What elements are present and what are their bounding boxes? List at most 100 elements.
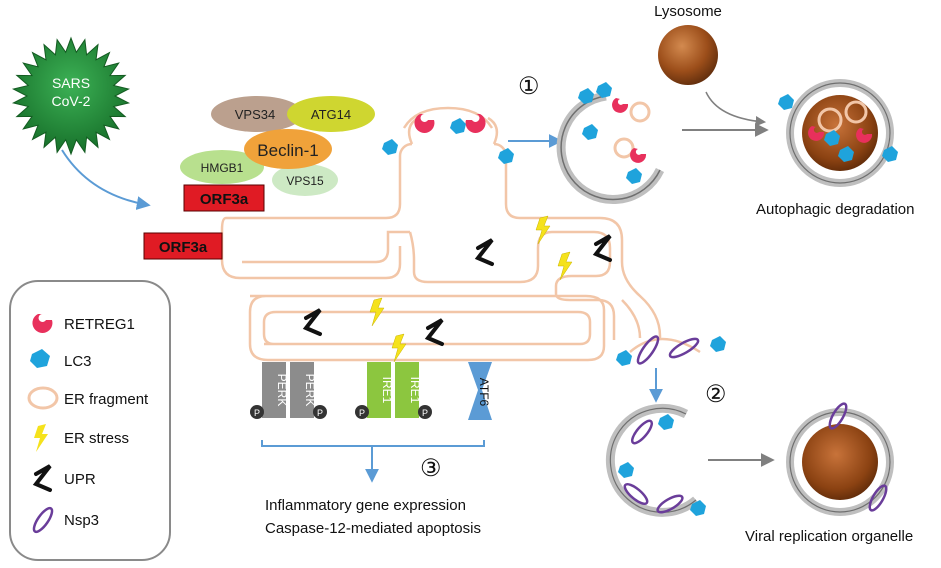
autophagy-complex: VPS34 ATG14 HMGB1 VPS15 Beclin-1 ORF3a — [180, 96, 375, 212]
lc3-icon — [616, 350, 632, 366]
lc3-icon — [690, 500, 706, 516]
nsp3-icon — [668, 337, 700, 359]
lc3-icon — [658, 414, 674, 430]
beclin1-label: Beclin-1 — [257, 141, 318, 160]
er-stress-icon — [369, 297, 385, 327]
legend-label: RETREG1 — [64, 316, 135, 333]
legend-label: Nsp3 — [64, 512, 99, 529]
atg14-ellipse — [287, 96, 375, 132]
pathway3-number: ③ — [420, 455, 442, 482]
phospho-label: P — [254, 408, 260, 418]
legend-label: ER fragment — [64, 391, 149, 408]
autolysosome — [778, 79, 898, 187]
lc3-icon — [582, 124, 598, 140]
beclin1-ellipse — [244, 129, 332, 169]
atg14-label: ATG14 — [311, 107, 351, 122]
phospho-label: P — [422, 408, 428, 418]
upr-icon — [592, 234, 612, 262]
upr-marks — [302, 234, 612, 346]
lc3-icon — [618, 462, 634, 478]
phospho-icon — [355, 405, 369, 419]
phospho-label: P — [317, 408, 323, 418]
er-stress-icon — [391, 333, 407, 363]
nsp3-icon — [630, 419, 654, 445]
legend-label: ER stress — [64, 430, 129, 447]
lc3-icon — [838, 146, 854, 162]
retreg1-icon — [465, 113, 486, 133]
retreg1-icon — [414, 113, 435, 133]
perk-left — [262, 362, 286, 418]
inflammatory-label: Inflammatory gene expression — [265, 497, 466, 514]
phospho-icon — [418, 405, 432, 419]
sensor-atf6: ATF6 — [468, 362, 492, 420]
ire1-right — [395, 362, 419, 418]
retreg1-icon — [612, 98, 629, 113]
legend-nsp3-icon — [32, 506, 54, 534]
lc3-icon — [450, 118, 466, 134]
er-fragment-icon — [817, 107, 843, 133]
hmgb1-ellipse — [180, 150, 264, 184]
lc3-icon — [626, 168, 642, 184]
er-stress-icon — [557, 251, 573, 281]
pathway1-number: ① — [518, 73, 540, 100]
phagophore — [556, 82, 665, 204]
lc3-icon — [578, 88, 594, 104]
stress-marks — [369, 215, 573, 363]
lc3-icon — [596, 82, 612, 98]
virus-label-line2: CoV-2 — [52, 93, 91, 109]
virus-arrow — [61, 149, 151, 210]
viral-bud — [616, 335, 726, 366]
atf6-label: ATF6 — [477, 378, 491, 407]
sensor-ire1: IRE1 IRE1 P P — [355, 362, 432, 419]
lc3-icon — [882, 146, 898, 162]
viral-label: Viral replication organelle — [745, 528, 913, 545]
legend: RETREG1 LC3 ER fragment ER stress UPR Ns… — [9, 280, 171, 561]
ire1-left — [367, 362, 391, 418]
virus-label-line1: SARS — [52, 75, 90, 91]
legend-label: UPR — [64, 471, 96, 488]
pathway2-number: ② — [705, 381, 727, 408]
lysosome-label: Lysosome — [654, 3, 722, 20]
virus-icon: SARS CoV-2 — [11, 36, 131, 156]
upr-icon — [424, 318, 444, 346]
perk-right — [290, 362, 314, 418]
retreg1-icon — [856, 128, 873, 143]
orf3a-box — [183, 184, 265, 212]
perk-right-label: PERK — [303, 374, 317, 407]
sensor-perk: PERK PERK P P — [250, 362, 327, 419]
lc3-icon — [824, 130, 840, 146]
nsp3-icon — [623, 482, 649, 506]
double-membrane-vesicle — [605, 403, 706, 517]
perk-left-label: PERK — [275, 374, 289, 407]
upr-icon — [302, 308, 322, 336]
orf3a-membrane-box — [143, 232, 223, 260]
vps34-label: VPS34 — [235, 107, 275, 122]
lc3-icon — [778, 94, 794, 110]
legend-upr-icon — [32, 464, 52, 492]
pathway3-bracket — [261, 440, 485, 483]
retreg1-icon — [808, 126, 825, 141]
phospho-label: P — [359, 408, 365, 418]
nsp3-icon — [828, 402, 848, 430]
lc3-icon — [382, 139, 398, 155]
er-fragment-icon — [629, 101, 651, 123]
phospho-icon — [313, 405, 327, 419]
ire1-left-label: IRE1 — [380, 377, 394, 404]
nsp3-icon — [636, 335, 660, 365]
er-fragment-icon — [613, 137, 635, 159]
nsp3-icon — [868, 484, 888, 512]
retreg1-icon — [630, 148, 647, 163]
atf6-shape — [468, 362, 492, 420]
autophagic-label: Autophagic degradation — [756, 201, 914, 218]
er-bud-receptors — [382, 113, 514, 164]
viral-replication-organelle — [786, 402, 894, 516]
er-fragment-icon — [844, 100, 868, 124]
legend-lc3-icon — [30, 349, 50, 368]
vps15-ellipse — [272, 164, 338, 196]
hmgb1-label: HMGB1 — [201, 161, 244, 175]
vps15-label: VPS15 — [286, 174, 324, 188]
vps34-ellipse — [211, 96, 303, 132]
phospho-icon — [250, 405, 264, 419]
